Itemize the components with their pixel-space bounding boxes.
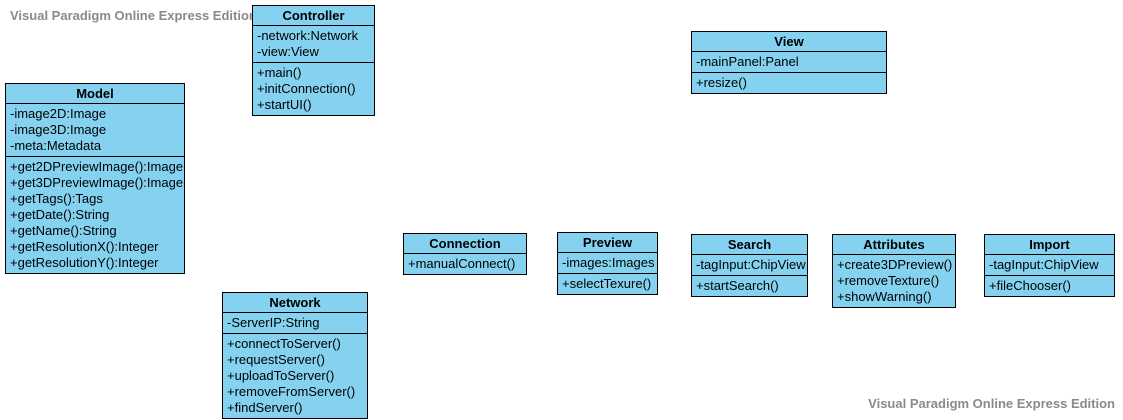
method-row: +getName():String: [10, 223, 117, 238]
method-row: +resize(): [696, 75, 747, 90]
methods-compartment: +main() +initConnection() +startUI(): [253, 62, 374, 115]
class-import[interactable]: Import -tagInput:ChipView +fileChooser(): [984, 234, 1115, 297]
method-row: +startUI(): [257, 97, 312, 112]
method-row: +uploadToServer(): [227, 368, 335, 383]
methods-compartment: +resize(): [692, 72, 886, 93]
methods-compartment: +get2DPreviewImage():Image +get3DPreview…: [6, 156, 184, 273]
attributes-compartment: -tagInput:ChipView: [692, 254, 807, 275]
method-row: +get3DPreviewImage():Image: [10, 175, 184, 190]
class-title: Model: [76, 86, 114, 101]
watermark-bottom-right: Visual Paradigm Online Express Edition: [868, 396, 1115, 411]
method-row: +connectToServer(): [227, 336, 341, 351]
methods-compartment: +fileChooser(): [985, 275, 1114, 296]
method-row: +fileChooser(): [989, 278, 1072, 293]
methods-compartment: +connectToServer() +requestServer() +upl…: [223, 333, 367, 418]
attributes-compartment: -images:Images: [558, 252, 657, 273]
class-title: Controller: [282, 8, 345, 23]
class-title: Preview: [582, 235, 633, 250]
attributes-compartment: -ServerIP:String: [223, 312, 367, 333]
method-row: +get2DPreviewImage():Image: [10, 159, 184, 174]
method-row: +getResolutionY():Integer: [10, 255, 159, 270]
class-search[interactable]: Search -tagInput:ChipView +startSearch(): [691, 234, 808, 297]
attribute-row: -image2D:Image: [10, 106, 107, 121]
method-row: +showWarning(): [837, 289, 932, 304]
attributes-compartment: -image2D:Image -image3D:Image -meta:Meta…: [6, 103, 184, 156]
attributes-compartment: -mainPanel:Panel: [692, 51, 886, 72]
method-row: +requestServer(): [227, 352, 325, 367]
attribute-row: -tagInput:ChipView: [989, 257, 1099, 272]
class-title: Attributes: [863, 237, 925, 252]
class-view[interactable]: View -mainPanel:Panel +resize(): [691, 31, 887, 94]
method-row: +removeFromServer(): [227, 384, 356, 399]
watermark-top-left: Visual Paradigm Online Express Edition: [10, 8, 257, 23]
method-row: +selectTexure(): [562, 276, 652, 291]
methods-compartment: +create3DPreview() +removeTexture() +sho…: [833, 254, 955, 307]
attribute-row: -images:Images: [562, 255, 655, 270]
class-connection[interactable]: Connection +manualConnect(): [403, 233, 527, 275]
attributes-compartment: -tagInput:ChipView: [985, 254, 1114, 275]
class-title: View: [774, 34, 804, 49]
class-title: Network: [269, 295, 321, 310]
method-row: +create3DPreview(): [837, 257, 953, 272]
method-row: +getTags():Tags: [10, 191, 103, 206]
class-title: Connection: [429, 236, 501, 251]
attribute-row: -network:Network: [257, 28, 359, 43]
attribute-row: -ServerIP:String: [227, 315, 320, 330]
class-preview[interactable]: Preview -images:Images +selectTexure(): [557, 232, 658, 295]
method-row: +findServer(): [227, 400, 303, 415]
attributes-compartment: -network:Network -view:View: [253, 25, 374, 62]
method-row: +getDate():String: [10, 207, 110, 222]
class-title: Import: [1029, 237, 1070, 252]
method-row: +main(): [257, 65, 302, 80]
attribute-row: -mainPanel:Panel: [696, 54, 799, 69]
methods-compartment: +manualConnect(): [404, 253, 526, 274]
attribute-row: -tagInput:ChipView: [696, 257, 806, 272]
method-row: +removeTexture(): [837, 273, 940, 288]
method-row: +startSearch(): [696, 278, 779, 293]
class-controller[interactable]: Controller -network:Network -view:View +…: [252, 5, 375, 116]
class-title: Search: [727, 237, 772, 252]
class-network[interactable]: Network -ServerIP:String +connectToServe…: [222, 292, 368, 419]
attribute-row: -meta:Metadata: [10, 138, 102, 153]
method-row: +initConnection(): [257, 81, 356, 96]
methods-compartment: +selectTexure(): [558, 273, 657, 294]
attribute-row: -image3D:Image: [10, 122, 107, 137]
method-row: +getResolutionX():Integer: [10, 239, 159, 254]
class-model[interactable]: Model -image2D:Image -image3D:Image -met…: [5, 83, 185, 274]
methods-compartment: +startSearch(): [692, 275, 807, 296]
attribute-row: -view:View: [257, 44, 319, 59]
class-attributes[interactable]: Attributes +create3DPreview() +removeTex…: [832, 234, 956, 308]
method-row: +manualConnect(): [408, 256, 516, 271]
